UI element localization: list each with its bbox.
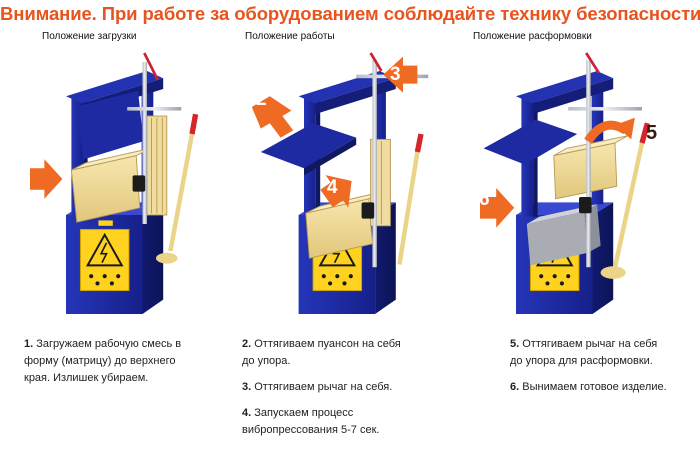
- step-2-line-2: до упора.: [242, 355, 291, 367]
- panel-title-working: Положение работы: [245, 31, 335, 42]
- marker-1-label: 1: [31, 151, 43, 173]
- panel-title-demolding: Положение расформовки: [473, 31, 592, 42]
- step-1-line-2: форму (матрицу) до верхнего: [24, 355, 176, 367]
- step-1-line-3: края. Излишек убираем.: [24, 372, 149, 384]
- step-6-line-1: Вынимаем готовое изделие.: [522, 381, 667, 393]
- machine-demolding-illustration: 5 6: [470, 44, 670, 319]
- marker-5-label: 5: [646, 122, 658, 144]
- step-4-text: 4. Запускаем процесс вибропрессования 5-…: [242, 405, 401, 439]
- step-1-line-1: Загружаем рабочую смесь в: [36, 338, 182, 350]
- step-6-text: 6. Вынимаем готовое изделие.: [510, 379, 667, 396]
- machine-working-illustration: 2 3 4: [240, 44, 440, 319]
- step-3-text: 3. Оттягиваем рычаг на себя.: [242, 379, 401, 396]
- steps-2-4-text: 2. Оттягиваем пуансон на себя до упора. …: [242, 336, 401, 448]
- step-3-number: 3.: [242, 381, 252, 393]
- step-1-text: 1. Загружаем рабочую смесь в форму (матр…: [24, 336, 181, 387]
- marker-3-label: 3: [390, 64, 401, 85]
- step-4-line-2: вибропрессования 5-7 сек.: [242, 424, 380, 436]
- machine-loading-illustration: 1: [20, 44, 220, 319]
- safety-headline: Внимание. При работе за оборудованием со…: [0, 3, 700, 24]
- step-6-number: 6.: [510, 381, 520, 393]
- panel-title-loading: Положение загрузки: [42, 31, 137, 42]
- marker-4-label: 4: [327, 177, 338, 198]
- step-5-line-1: Оттягиваем рычаг на себя: [522, 338, 658, 350]
- steps-5-6-text: 5. Оттягиваем рычаг на себя до упора для…: [510, 336, 667, 405]
- step-4-number: 4.: [242, 407, 252, 419]
- marker-6-label: 6: [479, 189, 490, 210]
- marker-2-label: 2: [256, 89, 267, 110]
- step-2-text: 2. Оттягиваем пуансон на себя до упора.: [242, 336, 401, 370]
- step-2-number: 2.: [242, 338, 252, 350]
- step-5-text: 5. Оттягиваем рычаг на себя до упора для…: [510, 336, 667, 370]
- step-2-line-1: Оттягиваем пуансон на себя: [254, 338, 401, 350]
- step-marker-1: [30, 159, 63, 199]
- step-5-line-2: до упора для расформовки.: [510, 355, 653, 367]
- step-4-line-1: Запускаем процесс: [254, 407, 354, 419]
- step-1-number: 1.: [24, 338, 34, 350]
- step-3-line-1: Оттягиваем рычаг на себя.: [254, 381, 393, 393]
- step-5-number: 5.: [510, 338, 520, 350]
